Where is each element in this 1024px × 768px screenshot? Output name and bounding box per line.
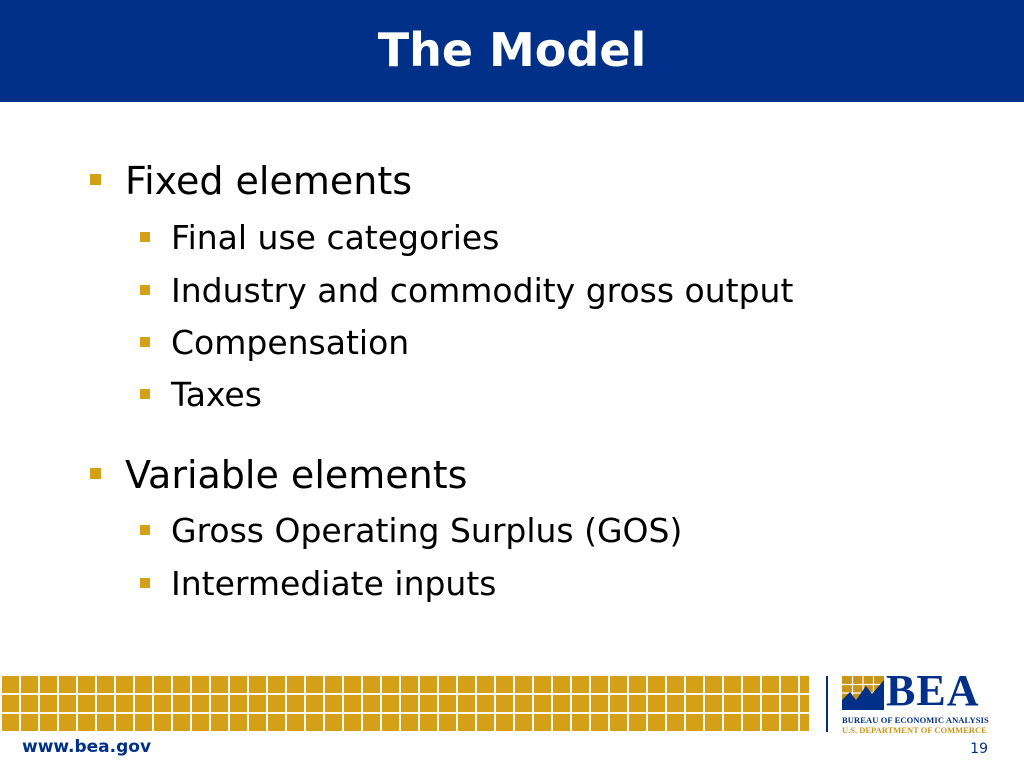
sub-bullet-item: Intermediate inputs — [140, 563, 496, 605]
logo-subtitle: BUREAU OF ECONOMIC ANALYSIS — [842, 715, 989, 725]
sub-bullet-label: Taxes — [171, 375, 262, 414]
bullet-variable-elements: Variable elements — [90, 451, 467, 499]
sub-bullet-label: Compensation — [171, 323, 410, 362]
sub-bullet-item: Gross Operating Surplus (GOS) — [140, 510, 682, 552]
sub-bullet-item: Taxes — [140, 374, 262, 416]
slide-title: The Model — [377, 23, 647, 77]
sub-bullet-label: Industry and commodity gross output — [171, 271, 794, 310]
sub-bullet-label: Final use categories — [171, 218, 500, 257]
bea-chart-logo-icon — [842, 676, 884, 710]
logo-department: U.S. DEPARTMENT OF COMMERCE — [842, 725, 987, 735]
title-bar: The Model — [0, 0, 1024, 102]
square-bullet-icon — [90, 174, 101, 185]
square-bullet-icon — [140, 388, 150, 399]
footer-url-link[interactable]: www.bea.gov — [22, 737, 152, 757]
bullet-label: Variable elements — [125, 453, 468, 497]
logo-wordmark: BEA — [886, 666, 980, 715]
square-bullet-icon — [90, 468, 101, 479]
footer-divider — [826, 676, 828, 732]
bullet-label: Fixed elements — [125, 159, 413, 203]
decorative-grid-band — [0, 674, 809, 731]
sub-bullet-label: Intermediate inputs — [171, 564, 497, 603]
square-bullet-icon — [140, 524, 150, 535]
square-bullet-icon — [140, 231, 150, 242]
sub-bullet-label: Gross Operating Surplus (GOS) — [171, 511, 683, 550]
page-number: 19 — [970, 741, 988, 757]
sub-bullet-item: Final use categories — [140, 217, 499, 259]
square-bullet-icon — [140, 577, 150, 588]
bullet-fixed-elements: Fixed elements — [90, 157, 412, 205]
sub-bullet-item: Industry and commodity gross output — [140, 270, 793, 312]
square-bullet-icon — [140, 336, 150, 347]
bea-logo: BEA BUREAU OF ECONOMIC ANALYSIS U.S. DEP… — [842, 668, 992, 736]
square-bullet-icon — [140, 284, 150, 295]
sub-bullet-item: Compensation — [140, 322, 409, 364]
